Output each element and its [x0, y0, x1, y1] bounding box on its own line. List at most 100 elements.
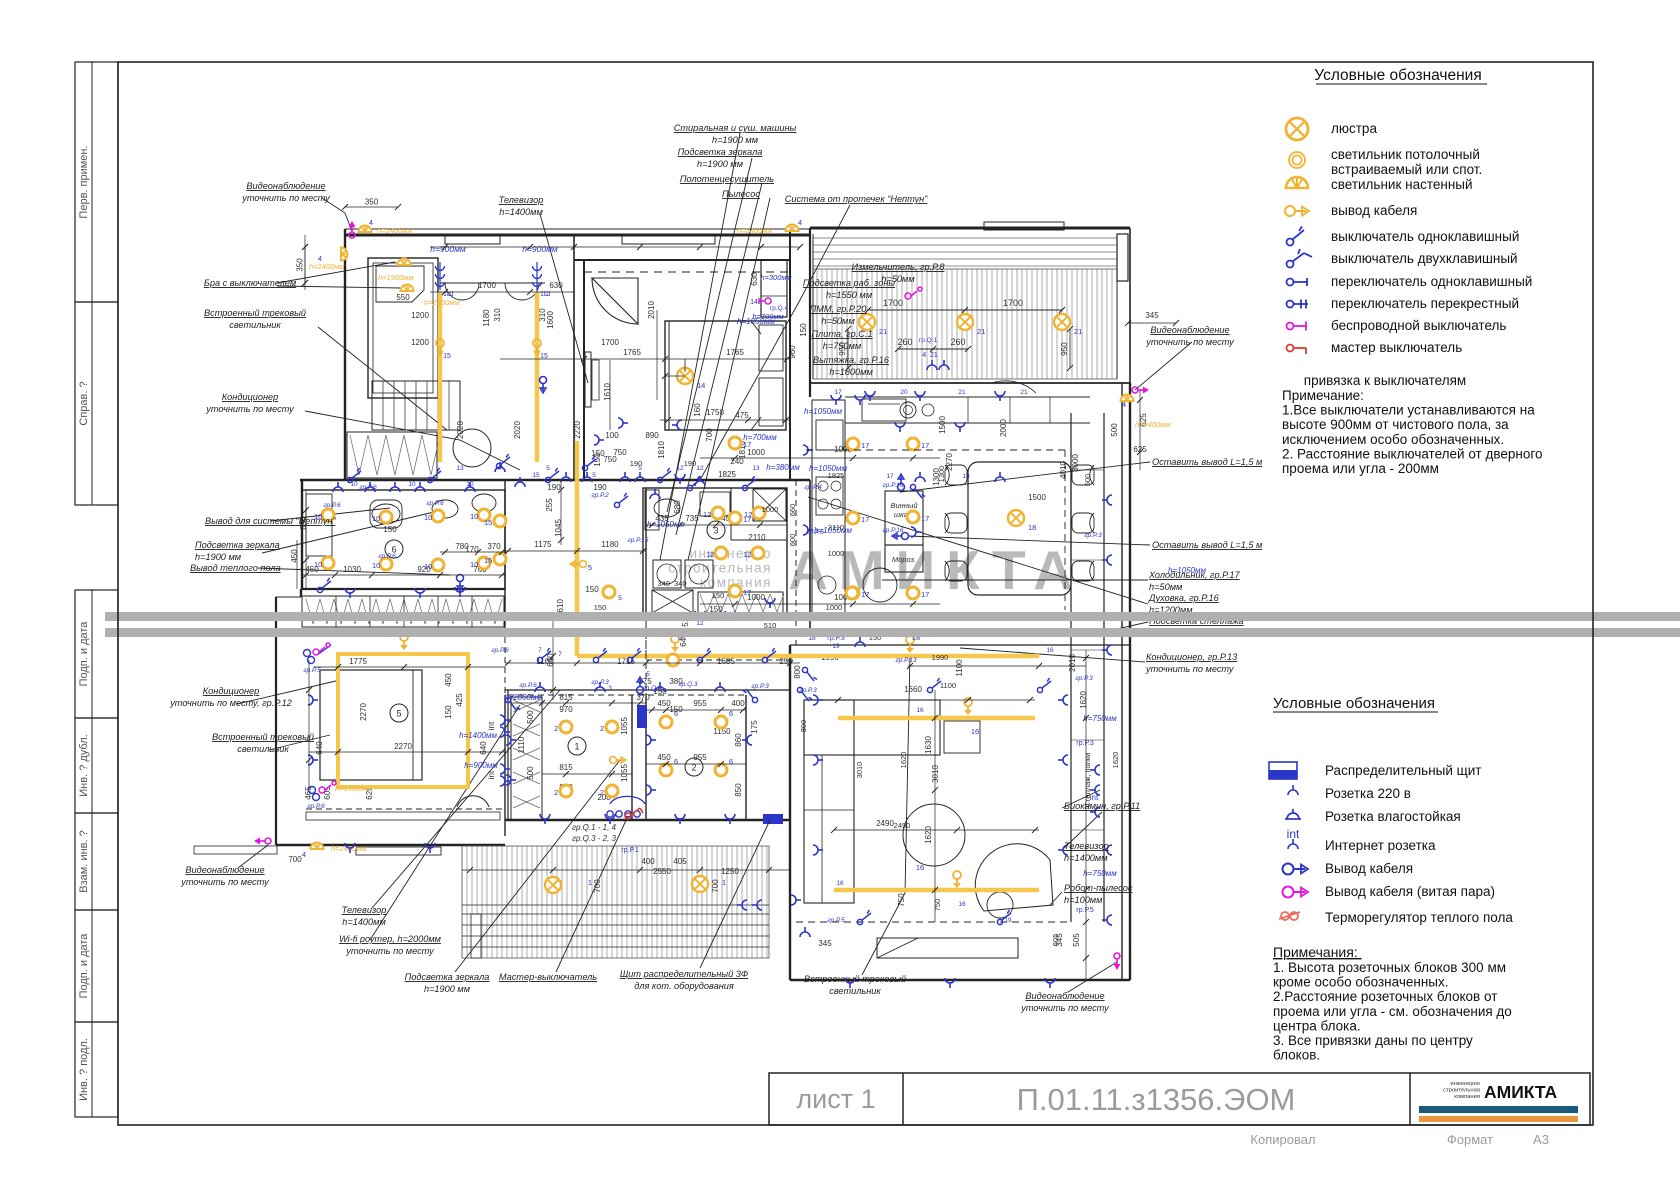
svg-text:инженерно: инженерно	[690, 546, 772, 561]
svg-text:920: 920	[417, 565, 431, 574]
svg-text:6: 6	[391, 545, 396, 555]
svg-text:3. Все привязки даны по центру: 3. Все привязки даны по центру	[1273, 1033, 1473, 1048]
svg-text:гр.Р.16: гр.Р.16	[883, 482, 904, 489]
svg-text:15: 15	[443, 353, 451, 360]
svg-text:люстра: люстра	[1331, 121, 1377, 136]
svg-text:h=1400мм: h=1400мм	[1064, 853, 1108, 863]
svg-text:высоте 900мм от чистового пола: высоте 900мм от чистового пола, за	[1282, 417, 1509, 432]
svg-text:h=1200мм: h=1200мм	[1149, 605, 1193, 615]
svg-text:890: 890	[645, 431, 659, 440]
svg-text:500: 500	[526, 766, 535, 780]
svg-text:гр.Р.2: гр.Р.2	[591, 492, 609, 499]
svg-text:1100: 1100	[940, 681, 956, 690]
svg-text:370: 370	[636, 693, 650, 702]
svg-text:10: 10	[466, 481, 474, 488]
svg-text:2010: 2010	[1068, 654, 1077, 672]
svg-text:950: 950	[838, 342, 847, 356]
svg-text:гр.Р.3: гр.Р.3	[1075, 675, 1093, 682]
svg-text:переключатель перекрестный: переключатель перекрестный	[1331, 296, 1519, 311]
svg-text:гр.Р.3: гр.Р.3	[799, 687, 817, 694]
svg-text:700: 700	[593, 879, 602, 893]
svg-text:310: 310	[538, 308, 547, 322]
svg-text:1000: 1000	[747, 448, 765, 457]
svg-text:5: 5	[678, 633, 682, 642]
svg-text:Инв. ? подл.: Инв. ? подл.	[78, 1038, 90, 1101]
svg-text:Мастер-выключатель: Мастер-выключатель	[499, 972, 597, 982]
svg-text:1300: 1300	[932, 468, 941, 486]
svg-text:5: 5	[546, 465, 550, 472]
svg-text:для кот. оборудования: для кот. оборудования	[634, 981, 734, 991]
svg-text:инженерно: инженерно	[1450, 1081, 1480, 1087]
svg-text:17: 17	[743, 440, 751, 449]
svg-text:h=2400мм: h=2400мм	[377, 226, 413, 235]
svg-text:Условные обозначения: Условные обозначения	[1314, 67, 1481, 84]
svg-text:17: 17	[921, 441, 929, 450]
svg-text:гр.Р.3: гр.Р.3	[827, 635, 845, 642]
svg-text:2.Расстояние розеточных блоков: 2.Расстояние розеточных блоков от	[1273, 989, 1497, 1004]
svg-text:250: 250	[779, 657, 793, 666]
svg-text:Примечания:: Примечания:	[1273, 944, 1362, 960]
svg-text:2490: 2490	[876, 819, 894, 828]
svg-text:int: int	[487, 770, 496, 779]
svg-text:640: 640	[546, 653, 555, 667]
svg-text:Кондиционер: Кондиционер	[203, 686, 260, 696]
svg-text:7: 7	[538, 647, 542, 654]
svg-text:640: 640	[479, 741, 488, 755]
svg-text:выключатель двухклавишный: выключатель двухклавишный	[1331, 251, 1518, 266]
svg-text:190: 190	[684, 459, 697, 468]
svg-text:уточнить по месту: уточнить по месту	[180, 877, 270, 887]
svg-text:уточнить по месту: уточнить по месту	[1020, 1003, 1110, 1013]
svg-text:блоков.: блоков.	[1273, 1048, 1320, 1063]
svg-text:500: 500	[526, 710, 535, 724]
svg-text:5: 5	[638, 465, 642, 472]
svg-text:Телевизор: Телевизор	[1064, 841, 1109, 851]
svg-text:1. Высота розеточных блоков 30: 1. Высота розеточных блоков 300 мм	[1273, 960, 1506, 975]
svg-text:345: 345	[818, 939, 832, 948]
svg-text:750: 750	[933, 899, 942, 912]
svg-text:200: 200	[597, 793, 611, 802]
svg-text:1700: 1700	[883, 298, 903, 308]
svg-text:1200: 1200	[411, 311, 429, 320]
svg-text:10: 10	[372, 514, 380, 523]
svg-text:светильник: светильник	[237, 744, 289, 754]
svg-text:Оставить вывод L=1,5 м: Оставить вывод L=1,5 м	[1152, 540, 1263, 550]
svg-text:гр.Р.15: гр.Р.15	[628, 537, 649, 544]
svg-text:850: 850	[299, 516, 308, 530]
svg-text:815: 815	[559, 763, 573, 772]
svg-text:18: 18	[912, 633, 920, 642]
svg-text:660: 660	[788, 504, 797, 517]
svg-text:12: 12	[706, 550, 714, 559]
svg-text:17: 17	[921, 590, 929, 599]
svg-text:170: 170	[465, 545, 479, 554]
svg-text:1500: 1500	[1028, 493, 1046, 502]
svg-text:425: 425	[455, 693, 464, 707]
svg-text:h=300мм: h=300мм	[760, 273, 791, 282]
svg-text:П.01.11.з1356.ЭОМ: П.01.11.з1356.ЭОМ	[1017, 1082, 1296, 1117]
svg-text:19: 19	[832, 643, 840, 650]
svg-text:1180: 1180	[601, 540, 619, 549]
svg-text:Телевизор: Телевизор	[342, 905, 387, 915]
svg-text:гр.Р.5: гр.Р.5	[303, 667, 321, 674]
svg-text:17: 17	[886, 473, 894, 480]
svg-text:1685: 1685	[717, 657, 735, 666]
svg-text:150: 150	[594, 603, 607, 612]
svg-text:5: 5	[646, 671, 650, 678]
svg-text:190: 190	[547, 483, 561, 492]
svg-text:1775: 1775	[349, 657, 367, 666]
svg-text:h=1900мм: h=1900мм	[378, 273, 414, 282]
svg-text:1150: 1150	[713, 727, 731, 736]
svg-text:Вывод кабеля: Вывод кабеля	[1325, 861, 1413, 876]
svg-text:h=1400мм: h=1400мм	[499, 207, 543, 217]
svg-text:4010: 4010	[1059, 461, 1068, 479]
svg-text:6: 6	[674, 709, 678, 718]
svg-text:1660: 1660	[904, 685, 922, 694]
svg-text:h=900мм: h=900мм	[464, 761, 498, 770]
svg-text:19: 19	[1004, 917, 1012, 924]
svg-text:12: 12	[696, 465, 704, 472]
svg-text:Подсветка зеркала: Подсветка зеркала	[405, 972, 490, 982]
svg-text:160: 160	[693, 403, 702, 417]
svg-text:860: 860	[734, 733, 743, 747]
svg-text:гр.Р.6: гр.Р.6	[426, 500, 444, 507]
svg-text:640: 640	[679, 633, 688, 647]
svg-text:h=50мм: h=50мм	[1149, 582, 1183, 592]
